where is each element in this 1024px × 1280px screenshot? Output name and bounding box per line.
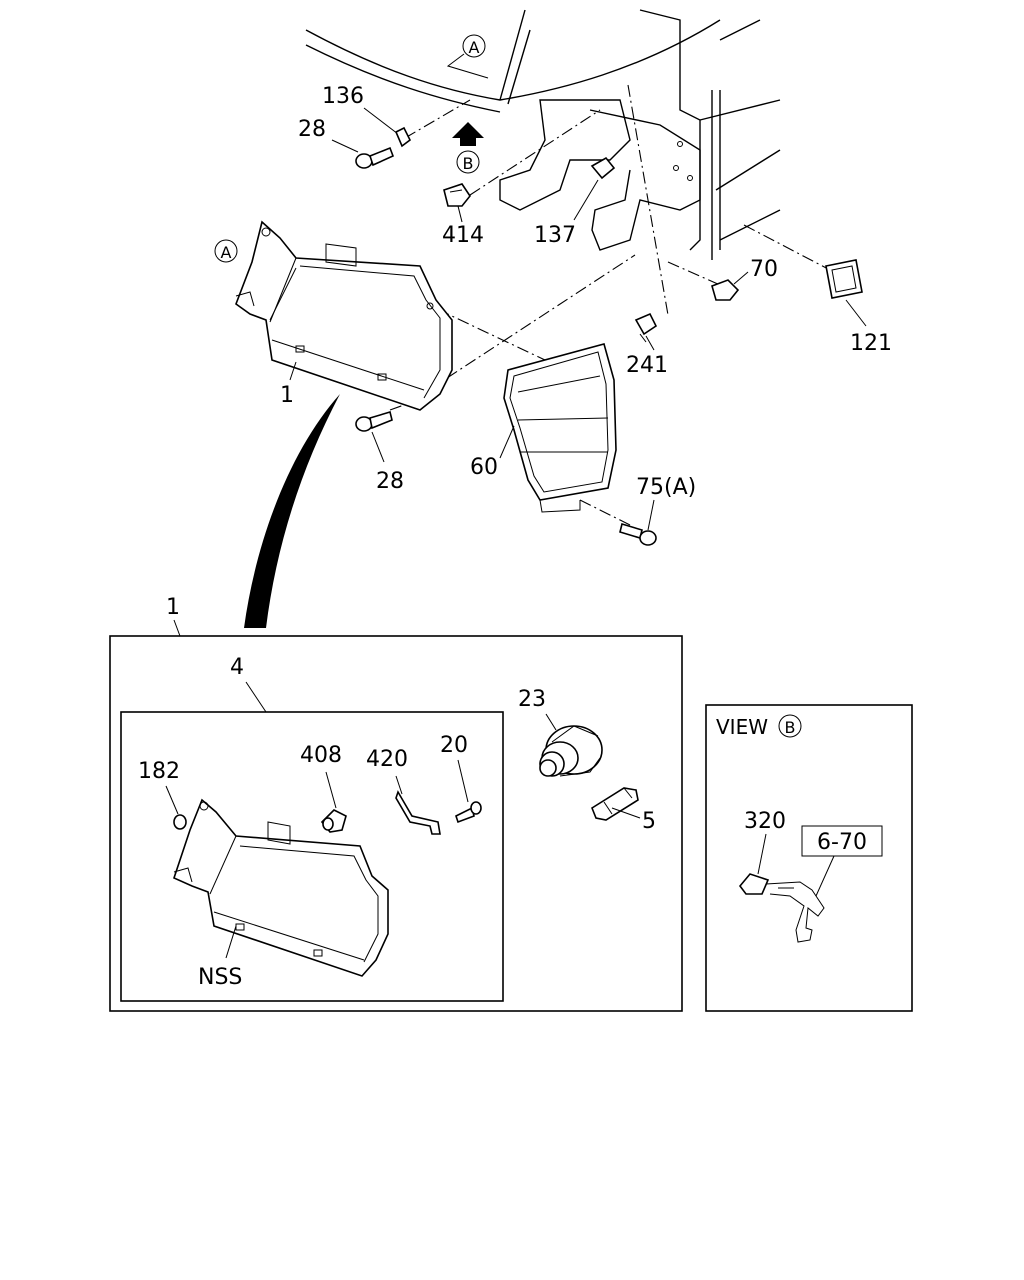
leader-136 xyxy=(363,107,399,135)
washer-136 xyxy=(394,126,412,148)
leader-28-mid xyxy=(371,431,385,463)
seal-121 xyxy=(825,259,863,299)
leader-5 xyxy=(611,807,641,819)
assembly-detail-box xyxy=(109,635,683,1012)
clip-414 xyxy=(443,183,471,207)
callout-414: 414 xyxy=(442,223,484,248)
marker-b-view: B xyxy=(778,714,802,738)
callout-1-box: 1 xyxy=(166,595,180,620)
bulb-5 xyxy=(591,787,639,821)
leader-28-top xyxy=(331,139,359,153)
leader-70 xyxy=(733,271,749,285)
callout-136: 136 xyxy=(322,84,364,109)
callout-60: 60 xyxy=(470,455,498,480)
leader-nss xyxy=(225,925,237,959)
lamp-housing-nss xyxy=(173,798,389,977)
callout-1-top: 1 xyxy=(280,383,294,408)
callout-320: 320 xyxy=(744,809,786,834)
callout-5: 5 xyxy=(642,809,656,834)
view-b-box xyxy=(705,704,913,1012)
leader-420 xyxy=(395,775,403,795)
callout-20: 20 xyxy=(440,733,468,758)
subassembly-box xyxy=(120,711,504,1002)
marker-a-left: A xyxy=(214,239,238,263)
bolt-28-mid xyxy=(355,410,393,432)
leader-408 xyxy=(325,771,337,809)
marker-a-top-label: A xyxy=(469,38,480,57)
ref-6-70-box xyxy=(801,825,883,857)
callout-4: 4 xyxy=(230,655,244,680)
leader-121 xyxy=(845,299,867,327)
socket-23 xyxy=(539,725,603,777)
callout-420: 420 xyxy=(366,747,408,772)
leader-137 xyxy=(573,179,599,221)
callout-121: 121 xyxy=(850,331,892,356)
mounting-bracket xyxy=(499,99,701,251)
clip-137 xyxy=(590,156,616,180)
callout-23: 23 xyxy=(518,687,546,712)
callout-nss: NSS xyxy=(198,965,242,990)
lamp-assembly-top xyxy=(235,220,453,411)
callout-70: 70 xyxy=(750,257,778,282)
leader-4 xyxy=(245,681,267,713)
bolt-28-top xyxy=(355,146,395,169)
side-lamp-60 xyxy=(503,343,617,513)
leader-75 xyxy=(647,499,655,531)
marker-b-main: B xyxy=(456,150,480,174)
callout-arrow-icon xyxy=(244,394,340,628)
callout-137: 137 xyxy=(534,223,576,248)
leader-182 xyxy=(165,785,179,815)
clip-241 xyxy=(634,312,658,343)
cab-body-panel xyxy=(305,9,781,260)
leader-60 xyxy=(499,425,515,459)
marker-a-top: A xyxy=(446,34,489,79)
grommet-182 xyxy=(173,814,187,830)
screw-20 xyxy=(455,801,482,824)
leader-320 xyxy=(757,833,767,875)
callout-182: 182 xyxy=(138,759,180,784)
callout-408: 408 xyxy=(300,743,342,768)
leader-20 xyxy=(457,759,469,803)
bolt-75 xyxy=(619,522,657,546)
leader-6-70 xyxy=(815,855,835,897)
leader-1-top xyxy=(289,361,297,381)
leader-241 xyxy=(645,335,655,351)
view-title: VIEW xyxy=(716,715,768,739)
callout-28-mid: 28 xyxy=(376,469,404,494)
clip-320-view xyxy=(738,873,825,943)
bracket-420 xyxy=(395,790,441,835)
marker-b-main-label: B xyxy=(463,154,474,173)
marker-b-view-label: B xyxy=(785,718,796,737)
ref-6-70: 6-70 xyxy=(817,830,867,855)
callout-28-top: 28 xyxy=(298,117,326,142)
marker-a-left-label: A xyxy=(221,243,232,262)
clip-70 xyxy=(711,279,740,301)
leader-1-box xyxy=(173,619,181,637)
socket-408 xyxy=(320,809,347,833)
callout-75: 75(A) xyxy=(636,475,696,500)
leader-23 xyxy=(545,713,557,731)
callout-241: 241 xyxy=(626,353,668,378)
view-arrow-icon xyxy=(452,122,484,146)
leader-414 xyxy=(457,205,463,223)
